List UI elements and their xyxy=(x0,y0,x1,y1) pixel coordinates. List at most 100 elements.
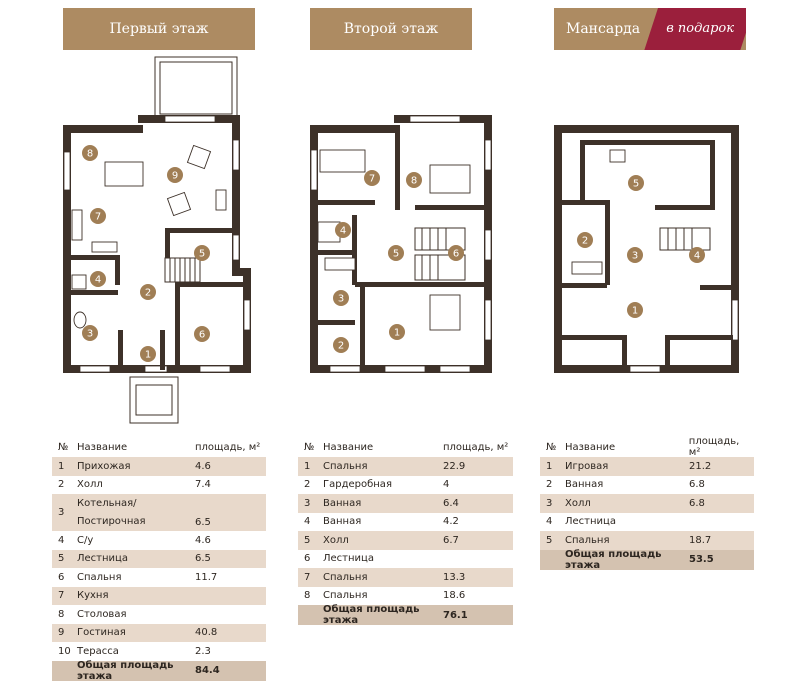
row-area: 22.9 xyxy=(443,460,466,472)
row-area: 11.7 xyxy=(195,571,218,583)
row-name: Столовая xyxy=(77,608,127,620)
row-name: Ванная xyxy=(565,479,604,491)
row-name: Гардеробная xyxy=(323,479,392,491)
bathtub xyxy=(571,261,603,275)
table-head: № Название площадь, м² xyxy=(540,436,754,458)
row-name: Прихожая xyxy=(77,460,131,472)
row-num: 1 xyxy=(58,460,65,472)
row-num: 5 xyxy=(546,534,553,546)
row-name: Лестница xyxy=(77,553,128,565)
row-name: Гостиная xyxy=(77,627,126,639)
room-marker-label: 4 xyxy=(95,275,101,286)
row-name: Терасса xyxy=(77,645,119,657)
row-name: Кухня xyxy=(77,590,109,602)
armchair xyxy=(186,144,212,170)
col-area: площадь, м² xyxy=(443,441,509,453)
gift-badge-label: в подарок xyxy=(666,21,734,36)
row-num: 5 xyxy=(304,534,311,546)
room-marker xyxy=(82,145,98,161)
room-marker xyxy=(194,245,210,261)
room-marker xyxy=(577,232,593,248)
room-marker-label: 1 xyxy=(394,328,400,339)
room-marker xyxy=(82,325,98,341)
desk xyxy=(609,149,626,163)
stairs-second-floor xyxy=(414,227,466,281)
total-value: 53.5 xyxy=(689,554,714,565)
total-value: 76.1 xyxy=(443,609,468,621)
room-marker-label: 1 xyxy=(632,306,638,317)
room-marker xyxy=(194,326,210,342)
row-num: 3 xyxy=(546,497,553,509)
room-marker-label: 3 xyxy=(632,251,638,262)
row-name: Спальня xyxy=(323,571,368,583)
row-area: 21.2 xyxy=(689,460,712,472)
kitchen-counter xyxy=(91,241,118,253)
room-marker xyxy=(388,245,404,261)
room-marker xyxy=(333,337,349,353)
room-marker xyxy=(389,324,405,340)
row-name: Лестница xyxy=(323,553,374,565)
row-area: 4 xyxy=(443,479,450,491)
total-label: Общая площадь этажа xyxy=(565,548,662,571)
row-area: 13.3 xyxy=(443,571,466,583)
bed xyxy=(429,164,471,194)
row-name: Спальня xyxy=(323,460,368,472)
header-first-floor: Первый этаж xyxy=(63,8,255,50)
row-area: 6.5 xyxy=(195,517,211,528)
room-marker xyxy=(90,208,106,224)
room-marker-label: 1 xyxy=(145,350,151,361)
row-num: 2 xyxy=(304,479,311,491)
row-name: Игровая xyxy=(565,460,609,472)
table-head: № Название площадь, м² xyxy=(298,437,513,457)
row-area: 4.2 xyxy=(443,516,459,528)
row-name: Котельная/Постирочная xyxy=(77,497,146,528)
row-name: Спальня xyxy=(77,571,122,583)
total-value: 84.4 xyxy=(195,665,220,676)
appliance xyxy=(73,311,87,329)
room-marker xyxy=(627,247,643,263)
room-marker-label: 6 xyxy=(199,330,205,341)
room-marker xyxy=(364,170,380,186)
row-area: 6.4 xyxy=(443,497,459,509)
room-marker-label: 9 xyxy=(172,171,178,182)
room-marker-label: 5 xyxy=(633,179,639,190)
row-area: 18.7 xyxy=(689,534,712,546)
room-marker xyxy=(333,290,349,306)
row-num: 4 xyxy=(58,534,65,546)
row-num: 2 xyxy=(58,479,65,491)
bed xyxy=(429,294,461,331)
stairs-attic xyxy=(659,227,711,251)
entrance-porch xyxy=(129,376,179,424)
table-head: № Название площадь, м² xyxy=(52,437,266,457)
room-marker xyxy=(406,172,422,188)
row-num: 7 xyxy=(58,590,65,602)
row-name: Холл xyxy=(565,497,591,509)
row-area: 4.6 xyxy=(195,460,211,472)
row-num: 1 xyxy=(304,460,311,472)
header-attic: Мансарда в подарок xyxy=(554,8,746,50)
plan-attic xyxy=(554,125,739,373)
row-area: 18.6 xyxy=(443,590,466,602)
row-num: 3 xyxy=(58,507,65,518)
header-attic-label: Мансарда xyxy=(566,21,641,37)
table-total: Общая площадь этажа 53.5 xyxy=(540,548,754,571)
room-marker-label: 6 xyxy=(453,249,459,260)
col-num: № xyxy=(546,441,557,453)
room-marker-label: 2 xyxy=(582,236,588,247)
room-marker-label: 8 xyxy=(411,176,417,187)
stairs-first-floor xyxy=(164,257,201,283)
